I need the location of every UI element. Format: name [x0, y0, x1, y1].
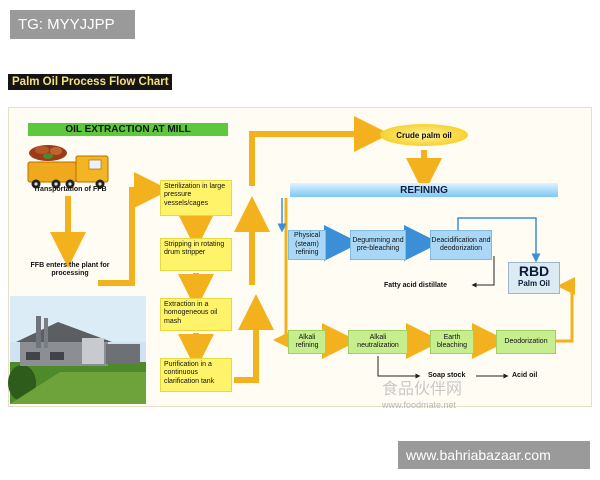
rbd-label: RBD [518, 263, 550, 279]
degumming: Degumming and pre-bleaching [350, 230, 406, 260]
palm-oil-label: Palm Oil [517, 279, 550, 288]
transport-label: Transportation of FFB [33, 186, 107, 193]
arrow-to-crude [249, 116, 390, 186]
arrow-deodorization-to-rbd [556, 277, 575, 343]
arrow-enter-to-sterilization [98, 172, 170, 286]
soap-stock: Soap stock [428, 372, 466, 379]
arrow-refining-left [273, 198, 291, 349]
step-extraction: Extraction in a homogeneous oil mash [160, 298, 232, 331]
earth-bleaching: Earth bleaching [430, 330, 474, 354]
enter-label: FFB enters the plant for processing [30, 262, 110, 278]
refining-header: REFINING [290, 183, 558, 197]
chart-title-text: Palm Oil Process Flow Chart [12, 76, 169, 88]
site-watermark: www.bahriabazaar.com [398, 441, 590, 469]
physical-refining: Physical (steam) refining [288, 230, 326, 260]
step-purification: Purification in a continuous clarificati… [160, 358, 232, 392]
deacidification: Deacidification and deodorization [430, 230, 492, 260]
foodmate-url: www.foodmate.net [382, 400, 457, 410]
telegram-watermark: TG: MYYJJPP [10, 10, 135, 39]
arrow-deacid-to-rbd [457, 217, 541, 263]
refining-header-text: REFINING [400, 184, 448, 196]
alkali-neutralization: Alkali neutralization [348, 330, 408, 354]
truck-icon [27, 145, 109, 189]
foodmate-logo: 食品伙伴网 [382, 379, 463, 398]
arrow-to-soap-stock [377, 356, 421, 379]
mill-header-text: OIL EXTRACTION AT MILL [65, 124, 191, 135]
arrow-to-fatty-acid [471, 256, 495, 288]
mill-header: OIL EXTRACTION AT MILL [28, 123, 228, 136]
step-sterilization: Sterilization in large pressure vessels/… [160, 180, 232, 216]
site-watermark-text: www.bahriabazaar.com [406, 447, 551, 463]
telegram-watermark-text: TG: MYYJJPP [18, 16, 115, 33]
crude-palm-oil-text: Crude palm oil [396, 130, 452, 140]
arrow-purification-up [234, 294, 274, 383]
acid-oil: Acid oil [512, 372, 538, 379]
mill-photo-image [8, 296, 146, 404]
step-stripping: Stripping in rotating drum stripper [160, 238, 232, 271]
alkali-refining: Alkali refining [288, 330, 326, 354]
crude-palm-oil: Crude palm oil [380, 124, 468, 146]
chart-title: Palm Oil Process Flow Chart [8, 74, 172, 90]
fatty-acid-distillate: Fatty acid distillate [384, 282, 448, 289]
rbd-palm-oil: RBD Palm Oil [508, 262, 560, 294]
deodorization: Deodorization [496, 330, 556, 354]
